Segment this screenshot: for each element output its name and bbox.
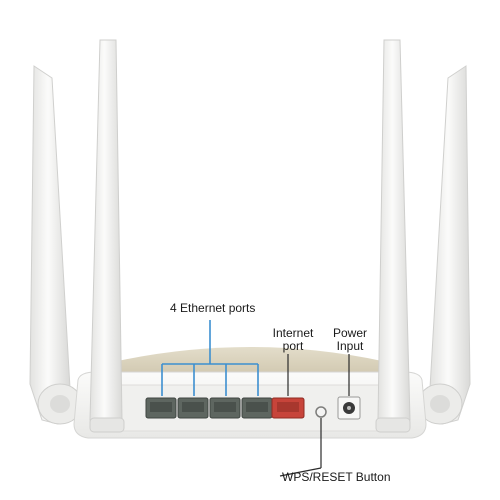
- power-input-jack: [337, 396, 361, 420]
- internet-port: [271, 397, 305, 419]
- ethernet-port: [209, 397, 241, 419]
- ethernet-port: [241, 397, 273, 419]
- wps-reset-pointer: [279, 418, 322, 477]
- power-input-label: Power Input: [332, 326, 367, 353]
- router-top-cover: [96, 347, 404, 378]
- ethernet-callout-bracket: [161, 320, 259, 396]
- antenna-outer-left: [29, 65, 71, 425]
- ethernet-port: [177, 397, 209, 419]
- wps-reset-button: [315, 406, 327, 418]
- internet-port-label: Internet port: [272, 326, 314, 353]
- antenna-inner-right: [375, 39, 411, 433]
- antenna-inner-left: [89, 39, 125, 433]
- ethernet-ports-label: 4 Ethernet ports: [170, 301, 256, 315]
- wps-reset-label: WPS/RESET Button: [282, 470, 391, 484]
- antenna-hinge-right: [417, 383, 463, 425]
- ethernet-port: [145, 397, 177, 419]
- antenna-outer-right: [429, 65, 471, 425]
